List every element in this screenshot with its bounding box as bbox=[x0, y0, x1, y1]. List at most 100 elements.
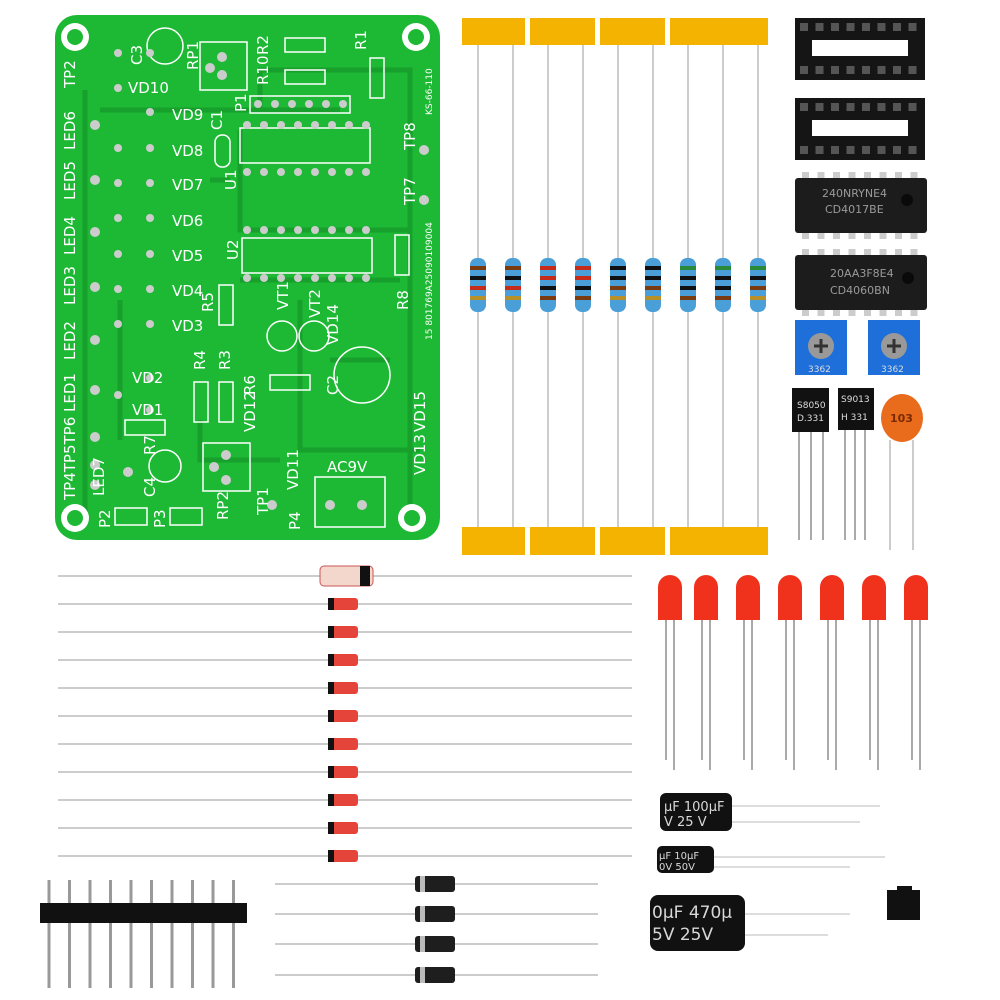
socket-pin bbox=[893, 103, 901, 111]
pad bbox=[146, 320, 154, 328]
ic-pin bbox=[817, 172, 825, 178]
silkscreen-outlines bbox=[114, 27, 410, 528]
label-serial: 15 801769A25090109004 bbox=[425, 222, 435, 340]
socket-pin bbox=[862, 66, 870, 74]
pad bbox=[260, 121, 268, 129]
resistor-band bbox=[540, 296, 556, 300]
label-vd10: VD10 bbox=[128, 79, 169, 97]
label-vd13: VD13 bbox=[411, 434, 429, 475]
led-body bbox=[658, 575, 682, 620]
trimpot-1: 3362 bbox=[795, 320, 847, 375]
led-body bbox=[862, 575, 886, 620]
capacitor-100uf: µF 100µF V 25 V bbox=[660, 793, 880, 831]
rectifier-band bbox=[420, 936, 425, 952]
label-u1: U1 bbox=[222, 169, 240, 190]
pad bbox=[362, 168, 370, 176]
pad bbox=[322, 100, 330, 108]
socket-pin bbox=[800, 23, 808, 31]
pad bbox=[345, 121, 353, 129]
label-tp4-tp5-tp6: TP4TP5TP6 bbox=[61, 417, 79, 501]
socket-pin bbox=[815, 66, 824, 74]
label-led4: LED4 bbox=[61, 216, 79, 255]
socket-pin bbox=[815, 103, 824, 111]
socket-pin bbox=[815, 146, 824, 154]
label-c4: C4 bbox=[141, 477, 159, 497]
transistor-1-line2: D.331 bbox=[797, 414, 824, 424]
pads bbox=[90, 49, 429, 510]
ic-pin bbox=[895, 249, 902, 255]
transistor-s9013: S9013 H 331 bbox=[838, 388, 874, 540]
resistor-band bbox=[505, 296, 521, 300]
pad bbox=[362, 274, 370, 282]
resistor-band bbox=[540, 266, 556, 270]
label-led6: LED6 bbox=[61, 111, 79, 150]
resistor-band bbox=[680, 276, 696, 280]
ic-pin bbox=[817, 310, 825, 316]
label-vd9: VD9 bbox=[172, 106, 203, 124]
pad bbox=[277, 168, 285, 176]
label-tp8: TP8 bbox=[401, 122, 419, 151]
pad bbox=[114, 285, 122, 293]
tape-top bbox=[670, 18, 768, 45]
ic-sockets bbox=[795, 18, 925, 316]
pad bbox=[294, 274, 302, 282]
label-vd1: VD1 bbox=[132, 401, 163, 419]
label-vd5: VD5 bbox=[172, 247, 203, 265]
label-rp1: RP1 bbox=[184, 41, 202, 70]
pad bbox=[146, 179, 154, 187]
ic-pin bbox=[848, 249, 856, 255]
ic-pin bbox=[833, 233, 840, 239]
label-r2: R2 bbox=[254, 35, 272, 55]
resistor-band bbox=[750, 286, 766, 290]
pad bbox=[328, 226, 336, 234]
pad bbox=[305, 100, 313, 108]
pad bbox=[243, 226, 251, 234]
pad bbox=[271, 100, 279, 108]
transistor-s8050: S8050 D.331 bbox=[792, 388, 829, 540]
pad bbox=[114, 144, 122, 152]
label-r5: R5 bbox=[199, 292, 217, 312]
pad bbox=[277, 121, 285, 129]
ic1-line1: 240NRYNE4 bbox=[822, 187, 887, 200]
label-vd7: VD7 bbox=[172, 176, 203, 194]
pad bbox=[311, 274, 319, 282]
ic-pin bbox=[895, 233, 902, 239]
socket-pin bbox=[877, 146, 886, 154]
pcb-silk-labels: TP2 LED6 LED5 LED4 LED3 LED2 LED1 TP4TP5… bbox=[61, 30, 435, 530]
diode-band bbox=[328, 682, 334, 694]
capacitor-10uf: µF 10µF 0V 50V bbox=[657, 846, 885, 873]
resistor-band bbox=[575, 286, 591, 290]
pad bbox=[243, 274, 251, 282]
capacitor-470uf: 0µF 470µ 5V 25V bbox=[650, 895, 850, 951]
pad bbox=[205, 63, 215, 73]
pad bbox=[328, 168, 336, 176]
pad bbox=[357, 500, 367, 510]
pad bbox=[339, 100, 347, 108]
pad bbox=[260, 168, 268, 176]
rectifier-band bbox=[420, 967, 425, 983]
label-vd12: VD12 bbox=[241, 391, 259, 432]
resistor-band bbox=[575, 296, 591, 300]
ic-cd4017be: 240NRYNE4 CD4017BE bbox=[795, 178, 927, 233]
resistor-band bbox=[680, 286, 696, 290]
resistor-band bbox=[645, 296, 661, 300]
resistor-band bbox=[610, 276, 626, 280]
label-c2: C2 bbox=[324, 375, 342, 395]
pad bbox=[90, 335, 100, 345]
resistor-band bbox=[505, 286, 521, 290]
ic-pin bbox=[910, 249, 918, 255]
tape-bottom bbox=[530, 527, 595, 555]
socket-pin bbox=[815, 23, 824, 31]
rectifier-band bbox=[420, 906, 425, 922]
label-led5: LED5 bbox=[61, 161, 79, 200]
pad bbox=[114, 49, 122, 57]
pad bbox=[217, 52, 227, 62]
ic-pin bbox=[817, 233, 825, 239]
label-vd6: VD6 bbox=[172, 212, 203, 230]
resistor-band bbox=[715, 286, 731, 290]
socket-slot bbox=[812, 120, 908, 136]
ic-pin bbox=[895, 172, 902, 178]
pad bbox=[146, 406, 154, 414]
